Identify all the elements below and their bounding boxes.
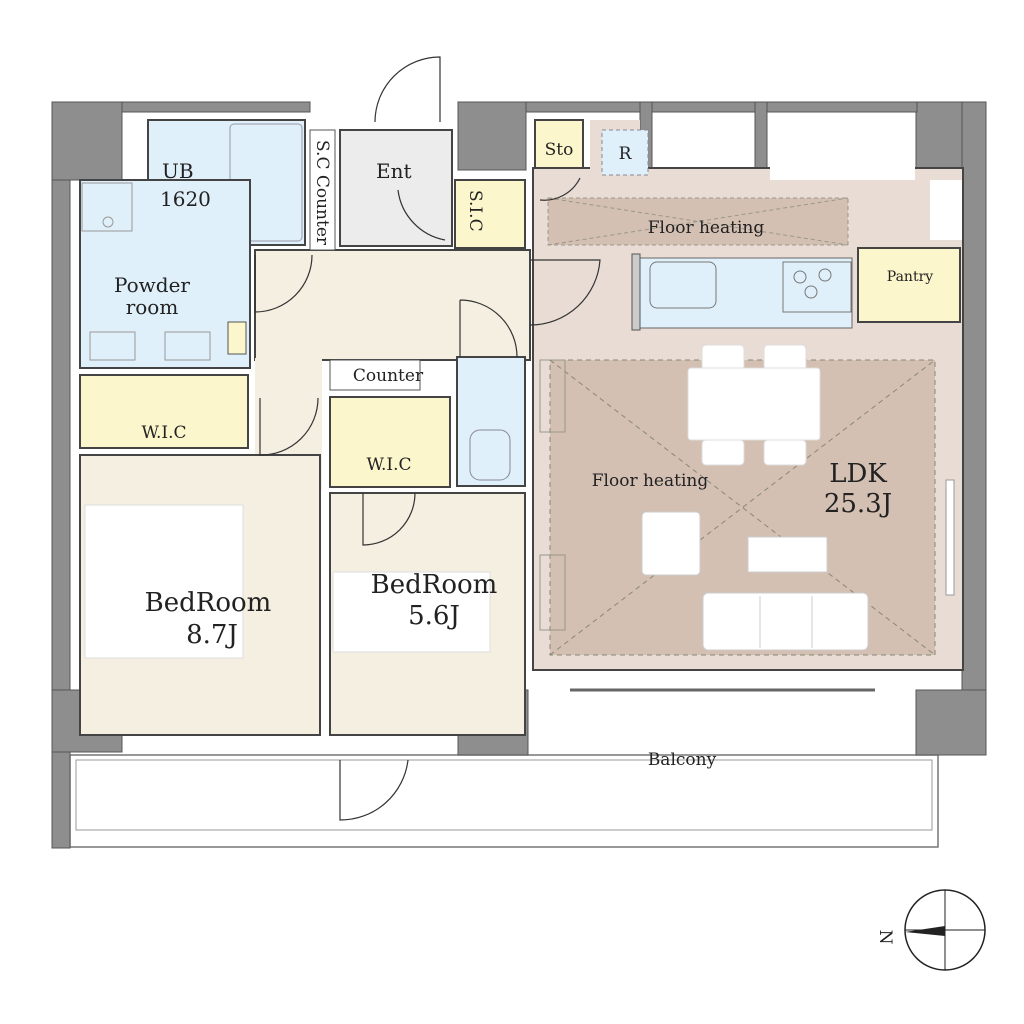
r-room bbox=[601, 129, 649, 176]
sc-counter bbox=[309, 129, 336, 251]
sofa-set-icon bbox=[641, 511, 869, 651]
ub-label-1: UB bbox=[162, 159, 194, 183]
ub-label-2: 1620 bbox=[160, 187, 211, 211]
toilet-icon bbox=[469, 429, 511, 481]
kitchen-counter bbox=[631, 253, 853, 331]
bedroom-2-label-2: 5.6J bbox=[408, 601, 460, 631]
wic-2-room bbox=[329, 396, 451, 488]
bedroom-2-label-1: BedRoom bbox=[371, 570, 498, 600]
bedroom-1-label-1: BedRoom bbox=[145, 588, 272, 618]
r-label: R bbox=[619, 144, 633, 164]
door-swings bbox=[254, 56, 601, 821]
ent-label: Ent bbox=[376, 159, 412, 183]
balcony-label: Balcony bbox=[648, 750, 717, 770]
dining-table-icon bbox=[687, 344, 821, 466]
bedroom-1-label-2: 8.7J bbox=[186, 620, 238, 650]
wic-1-label: W.I.C bbox=[141, 423, 186, 443]
north-label: N bbox=[875, 930, 895, 945]
floor-heating-ldk-label: Floor heating bbox=[592, 471, 709, 491]
wic-1-room bbox=[79, 374, 249, 449]
ldk-label-1: LDK bbox=[829, 459, 887, 489]
sic-room bbox=[454, 179, 526, 249]
pantry-label: Pantry bbox=[887, 269, 933, 285]
sto-label: Sto bbox=[545, 140, 574, 160]
wic-2-label: W.I.C bbox=[366, 455, 411, 475]
entrance bbox=[339, 129, 453, 247]
north-arrow-icon: N bbox=[875, 889, 986, 971]
powder-label-1: Powder bbox=[114, 273, 190, 297]
toilet-room bbox=[456, 356, 526, 487]
sic-label: S.I.C bbox=[465, 190, 485, 232]
balcony bbox=[69, 754, 939, 848]
bed-2-icon bbox=[332, 571, 491, 653]
ldk-label-2: 25.3J bbox=[824, 489, 892, 519]
hallway bbox=[254, 249, 531, 361]
washer-icon bbox=[81, 182, 133, 232]
counter bbox=[329, 359, 421, 391]
stove-icon bbox=[782, 261, 852, 313]
ldk-room bbox=[532, 120, 964, 692]
counter-label: Counter bbox=[353, 366, 424, 386]
sto-room bbox=[534, 119, 584, 169]
bed-1-icon bbox=[84, 504, 244, 659]
pantry-room bbox=[857, 247, 961, 323]
floor-heating-kitchen-label: Floor heating bbox=[648, 218, 765, 238]
sc-counter-label: S.C Counter bbox=[312, 140, 332, 246]
powder-label-2: room bbox=[126, 295, 179, 319]
